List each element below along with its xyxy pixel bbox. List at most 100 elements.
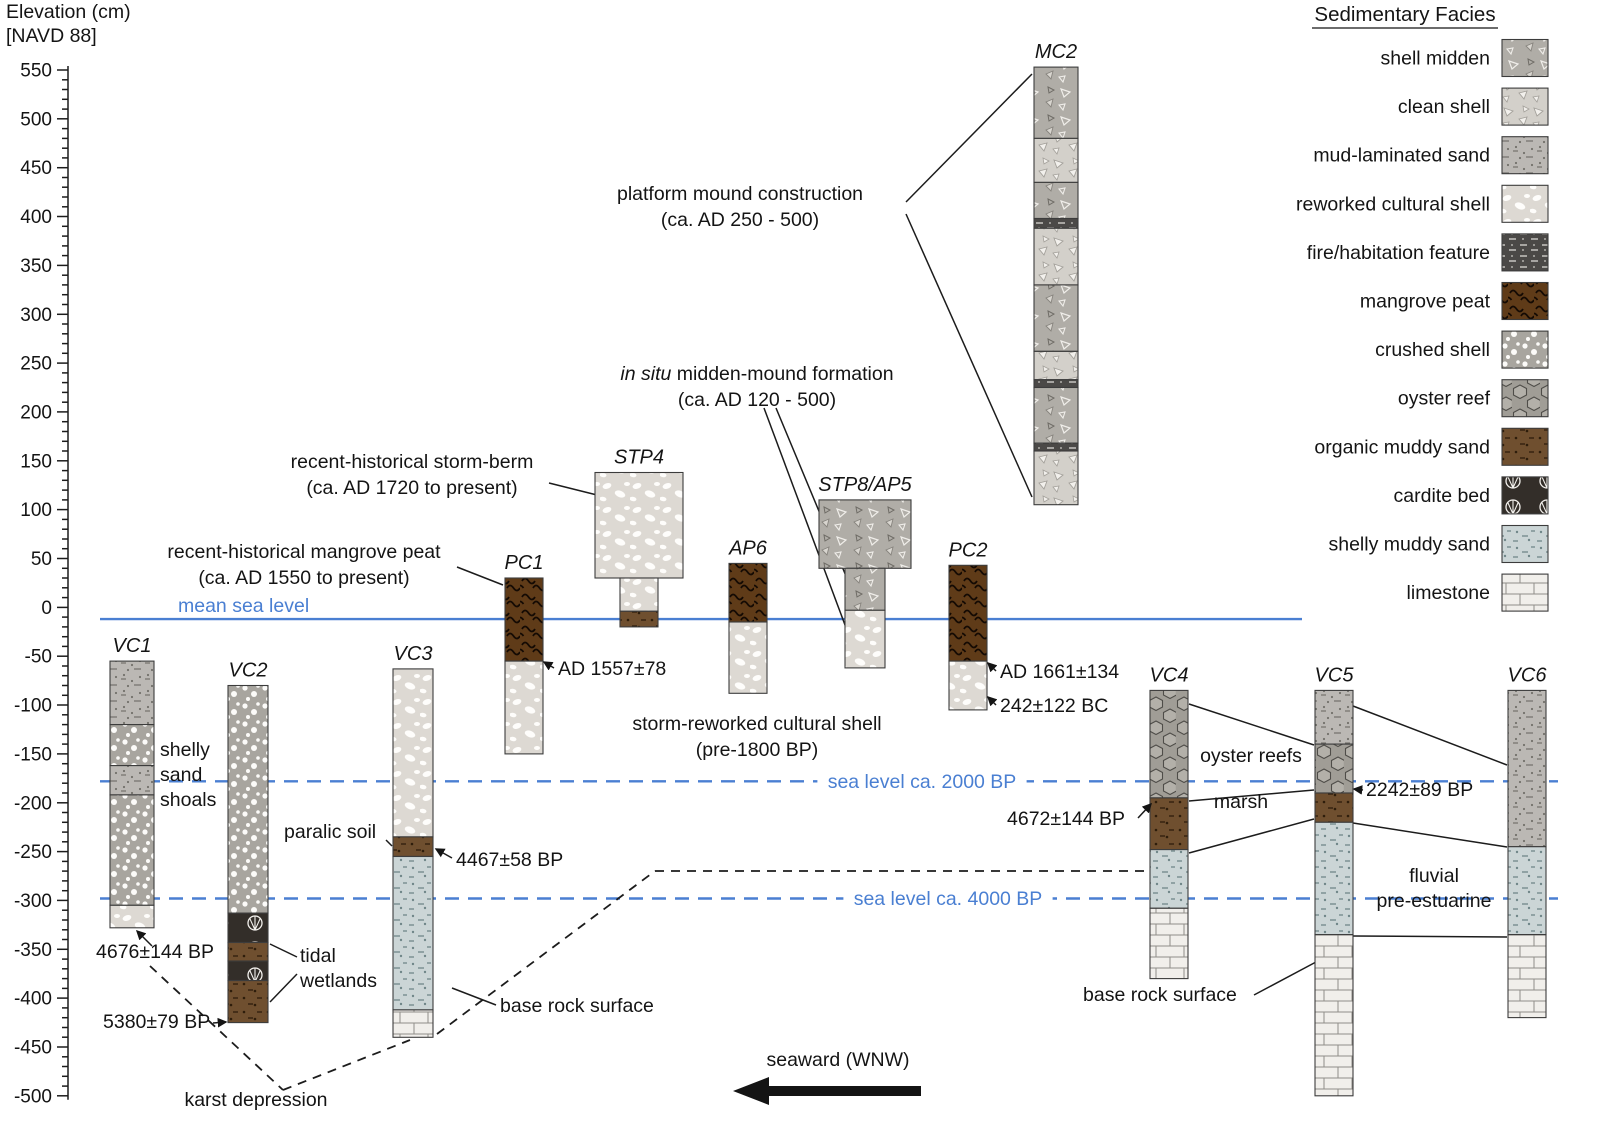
axis-tick-label: 250 <box>20 354 52 375</box>
storm-berm: recent-historical storm-berm <box>291 451 534 473</box>
core-mc2: MC2 <box>1033 41 1079 506</box>
facies-cardite-bed <box>227 960 269 982</box>
facies-mud-laminated-sand <box>109 660 155 726</box>
legend-label-clean-shell: clean shell <box>1398 96 1490 118</box>
historical-mangrove-peat: recent-historical mangrove peat <box>167 541 441 563</box>
in-situ-midden-mound: in situ midden-mound formation <box>620 363 893 385</box>
leader-storm-berm <box>548 482 598 496</box>
historical-mangrove-peat: (ca. AD 1550 to present) <box>198 567 409 589</box>
facies-reworked-cultural-shell <box>594 471 684 579</box>
legend-swatch-fire-habitation <box>1501 233 1549 272</box>
correlation-fluvial-top <box>1352 822 1508 848</box>
legend-swatch-mud-laminated-sand <box>1501 136 1549 175</box>
core-label-ap6: AP6 <box>728 537 768 559</box>
core-label-vc6: VC6 <box>1508 664 1548 686</box>
legend-swatch-mangrove-peat <box>1501 281 1549 321</box>
shelly-sand-shoals: shelly <box>160 739 210 761</box>
axis-tick-label: 200 <box>20 402 52 423</box>
core-vc1: VC1 <box>109 635 155 929</box>
legend-item-shell-midden: shell midden <box>1381 38 1549 78</box>
date-vc2-leader <box>212 1017 228 1028</box>
core-vc3: VC3 <box>392 643 434 1038</box>
sea-level-2000bp-label-bg <box>817 768 1027 795</box>
facies-reworked-cultural-shell <box>392 668 434 838</box>
facies-shelly-muddy-sand <box>1149 849 1189 909</box>
date-vc2: 5380±79 BP <box>103 1011 210 1033</box>
base-rock-surface-left: base rock surface <box>500 995 654 1017</box>
axis-tick-label: 0 <box>41 598 52 619</box>
legend-item-mud-laminated-sand: mud-laminated sand <box>1313 136 1549 175</box>
facies-reworked-cultural-shell <box>728 621 768 694</box>
correlation-oyster-bottom <box>1188 789 1315 802</box>
legend-item-mangrove-peat: mangrove peat <box>1360 281 1549 321</box>
facies-shelly-muddy-sand <box>1314 821 1354 936</box>
axis-tick-label: 150 <box>20 451 52 472</box>
fluvial-pre-estuarine: fluvial <box>1409 865 1459 887</box>
legend-label-oyster-reef: oyster reef <box>1398 388 1491 410</box>
facies-oyster-reef <box>1149 689 1189 799</box>
core-label-vc5: VC5 <box>1315 664 1355 686</box>
axis-tick-label: 300 <box>20 305 52 326</box>
platform-mound-construction: (ca. AD 250 - 500) <box>661 209 819 231</box>
leader-platform-mound-top <box>905 73 1033 203</box>
facies-shell-midden <box>1033 386 1079 444</box>
date-pc2-upper-leader <box>986 661 998 673</box>
tidal-wetlands: tidal <box>300 945 336 967</box>
leader-platform-mound-bottom <box>905 213 1033 498</box>
legend-swatch-clean-shell <box>1501 87 1549 126</box>
axis-tick-label: 500 <box>20 109 52 130</box>
axis-tick-label: -500 <box>14 1086 52 1107</box>
date-pc1-leader <box>542 661 555 671</box>
date-pc1: AD 1557±78 <box>558 658 666 680</box>
axis-tick-label: -350 <box>14 940 52 961</box>
storm-reworked-cultural-shell: storm-reworked cultural shell <box>632 713 881 735</box>
facies-limestone <box>1314 934 1354 1097</box>
base-rock-surface-right: base rock surface <box>1083 984 1237 1006</box>
legend-label-mangrove-peat: mangrove peat <box>1360 291 1491 313</box>
facies-clean-shell <box>1033 450 1079 506</box>
leader-tidal-wetlands-1 <box>269 943 298 958</box>
axis-tick-label: -150 <box>14 744 52 765</box>
legend-label-reworked-cultural-shell: reworked cultural shell <box>1296 193 1490 215</box>
legend-item-clean-shell: clean shell <box>1398 87 1549 126</box>
shelly-sand-shoals: shoals <box>160 789 217 811</box>
legend-swatch-limestone <box>1501 573 1549 612</box>
facies-mud-laminated-sand <box>1314 689 1354 745</box>
facies-clean-shell <box>1033 350 1079 381</box>
date-vc5-leader <box>1352 785 1364 795</box>
core-label-vc2: VC2 <box>229 660 268 682</box>
mean-sea-level-label: mean sea level <box>178 595 309 617</box>
elevation-axis: 550500450400350300250200150100500-50-100… <box>14 61 69 1107</box>
core-label-vc1: VC1 <box>113 635 152 657</box>
legend-item-oyster-reef: oyster reef <box>1398 379 1549 418</box>
in-situ-midden-mound: (ca. AD 120 - 500) <box>678 389 836 411</box>
date-vc1-leader <box>135 929 153 947</box>
facies-shelly-muddy-sand <box>392 855 434 1011</box>
facies-limestone <box>1507 934 1547 1019</box>
legend-label-shell-midden: shell midden <box>1381 48 1490 70</box>
core-label-pc2: PC2 <box>949 539 988 561</box>
leader-midden-formation-2 <box>763 407 852 642</box>
legend-item-fire-habitation: fire/habitation feature <box>1307 233 1549 272</box>
legend-title: Sedimentary Facies <box>1314 3 1495 26</box>
axis-tick-label: -50 <box>25 647 52 668</box>
facies-mangrove-peat <box>948 564 988 662</box>
facies-shell-midden <box>1033 181 1079 220</box>
sea-level-4000bp-label-bg <box>843 885 1053 912</box>
oyster-reefs: oyster reefs <box>1200 745 1302 767</box>
date-vc1: 4676±144 BP <box>96 941 214 963</box>
platform-mound-construction: platform mound construction <box>617 183 863 205</box>
shelly-sand-shoals: sand <box>160 764 202 786</box>
seaward-arrow <box>733 1077 921 1105</box>
axis-tick-label: 350 <box>20 256 52 277</box>
axis-tick-label: -250 <box>14 842 52 863</box>
facies-organic-muddy-sand <box>227 980 269 1024</box>
facies-oyster-reef <box>1314 743 1354 794</box>
date-vc4: 4672±144 BP <box>1007 808 1125 830</box>
facies-limestone <box>1149 907 1189 980</box>
date-pc2-upper: AD 1661±134 <box>1000 661 1119 683</box>
correlation-oyster-top <box>1188 703 1315 746</box>
